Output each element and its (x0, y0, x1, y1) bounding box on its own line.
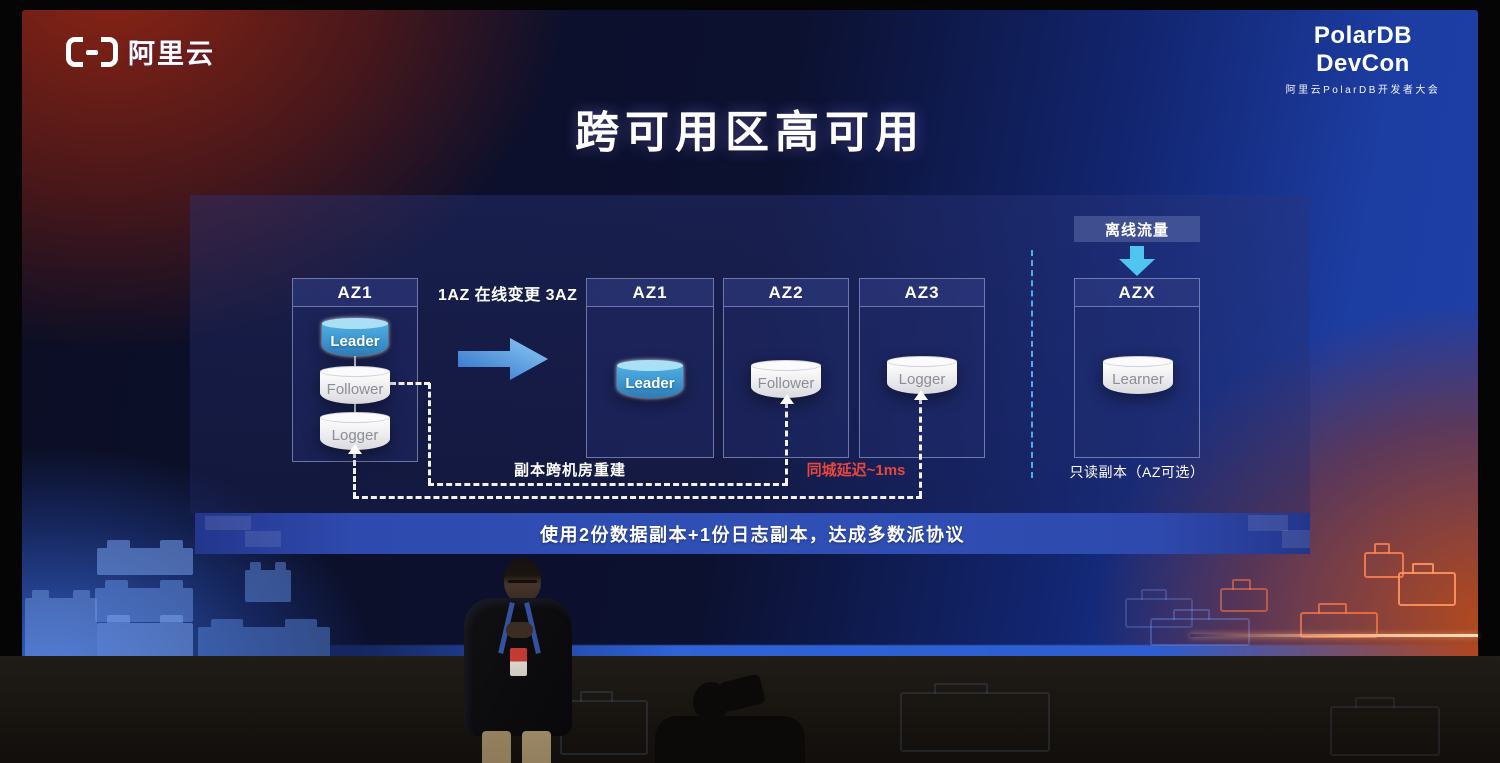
neon-brick-decoration (1300, 603, 1378, 638)
leader-cylinder: Leader (617, 360, 683, 398)
rebuild-path-logger (919, 398, 922, 497)
rebuild-path-logger (353, 452, 356, 498)
node-connector (354, 356, 356, 366)
camera-operator-shoulders (655, 716, 805, 763)
presenter-glasses (508, 580, 537, 583)
alibaba-cloud-logo-icon (66, 36, 118, 67)
neon-brick-decoration (1364, 543, 1404, 578)
follower-cylinder: Follower (320, 366, 390, 404)
camera-icon (717, 673, 767, 713)
slide-content-panel (190, 195, 1310, 513)
rebuild-path-logger (353, 496, 922, 499)
offline-traffic-arrow-icon (1119, 246, 1155, 281)
az-header: AZ2 (724, 279, 848, 307)
node-connector (354, 404, 356, 412)
offline-traffic-label: 离线流量 (1074, 216, 1200, 242)
learner-cylinder: Learner (1103, 356, 1173, 394)
banner-pixel-decoration (205, 516, 251, 530)
rebuild-label: 副本跨机房重建 (513, 462, 626, 479)
camera-operator-silhouette (655, 672, 805, 763)
stage-brick-outline (900, 683, 1050, 752)
lego-brick-decoration (245, 562, 291, 602)
arrow-up-icon (348, 444, 362, 454)
az-header: AZX (1075, 279, 1199, 307)
presenter-hands (506, 622, 533, 638)
lego-brick-decoration (198, 619, 330, 657)
transition-arrow-icon (458, 336, 550, 387)
logger-cylinder: Logger (887, 356, 957, 394)
presenter-silhouette (448, 548, 588, 763)
latency-label: 同城延迟~1ms (806, 462, 906, 479)
lego-brick-decoration (25, 590, 97, 658)
arrow-up-icon (914, 390, 928, 400)
banner-pixel-decoration (245, 531, 281, 547)
alibaba-cloud-logo: 阿里云 (66, 32, 215, 71)
banner-pixel-decoration (1248, 515, 1288, 531)
leader-cylinder: Leader (322, 318, 388, 356)
az-header: AZ1 (587, 279, 713, 307)
presenter-leg (482, 731, 511, 763)
az-header: AZ3 (860, 279, 984, 307)
banner-pixel-decoration (1282, 530, 1310, 548)
neon-brick-decoration (1398, 563, 1456, 606)
neon-brick-decoration (1220, 579, 1268, 612)
summary-banner: 使用2份数据副本+1份日志副本，达成多数派协议 (195, 513, 1310, 554)
event-subtitle: 阿里云PolarDB开发者大会 (1285, 85, 1441, 96)
lego-brick-decoration (97, 540, 193, 575)
event-logo: PolarDB DevCon 阿里云PolarDB开发者大会 (1278, 22, 1448, 96)
event-title: PolarDB DevCon (1313, 22, 1413, 77)
rebuild-path-follower (428, 383, 431, 484)
rebuild-path-follower (785, 402, 788, 484)
summary-banner-text: 使用2份数据副本+1份日志副本，达成多数派协议 (539, 524, 966, 545)
az-separator-line (1031, 250, 1033, 478)
transition-label: 1AZ 在线变更 3AZ (438, 287, 578, 304)
readonly-replica-note: 只读副本（AZ可选） (1069, 464, 1205, 480)
alibaba-cloud-wordmark: 阿里云 (128, 39, 215, 69)
screen-bottom-glow (330, 645, 1478, 657)
follower-cylinder: Follower (751, 360, 821, 398)
neon-line-decoration (1190, 634, 1478, 637)
az-header: AZ1 (293, 279, 417, 307)
stage-brick-outline (1330, 697, 1440, 756)
conference-badge (510, 648, 527, 676)
arrow-up-icon (780, 394, 794, 404)
neon-brick-decoration (1125, 589, 1193, 628)
lego-brick-decoration (97, 615, 193, 657)
rebuild-path-follower (428, 483, 788, 486)
slide-title: 跨可用区高可用 (575, 108, 925, 157)
presenter-leg (522, 731, 551, 763)
rebuild-path-follower (390, 382, 430, 385)
neon-brick-decoration (1150, 609, 1250, 646)
